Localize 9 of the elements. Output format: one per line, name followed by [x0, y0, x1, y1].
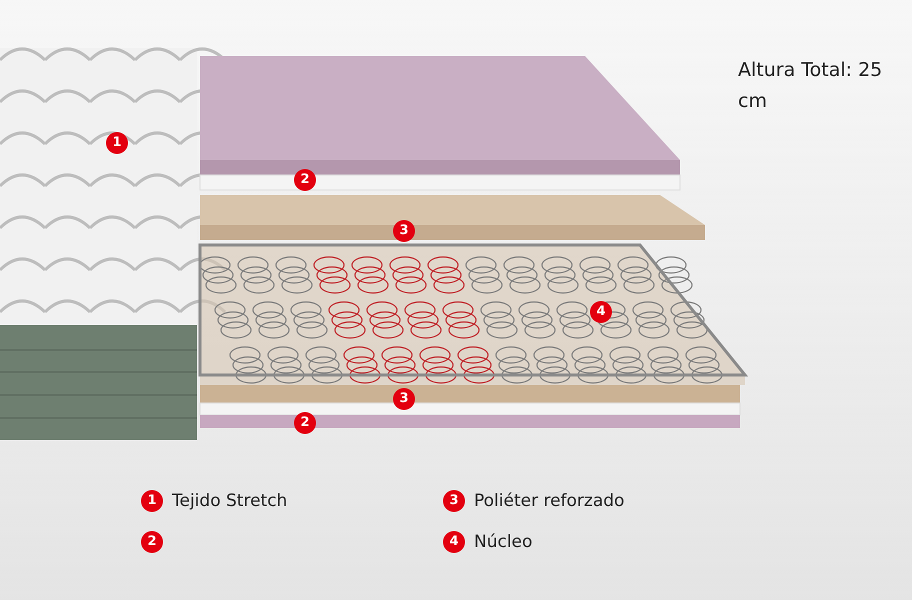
callout-number: 4 [590, 301, 612, 323]
callout-number: 1 [141, 490, 163, 512]
legend-text: Núcleo [474, 532, 532, 552]
total-height-note: Altura Total: 25 cm [738, 58, 884, 114]
callout-number: 3 [443, 490, 465, 512]
legend-text: Tejido Stretch [172, 491, 288, 511]
callout-number: 2 [141, 531, 163, 553]
callout-number: 4 [443, 531, 465, 553]
legend-text: Poliéter reforzado [474, 491, 624, 511]
